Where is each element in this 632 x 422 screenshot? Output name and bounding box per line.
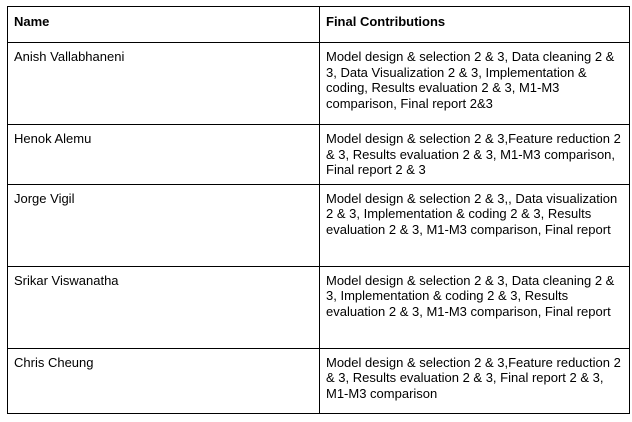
table-row: Anish Vallabhaneni Model design & select… xyxy=(7,42,630,125)
table-row: Srikar Viswanatha Model design & selecti… xyxy=(7,265,630,349)
contributions-column-header: Final Contributions xyxy=(319,6,630,43)
contributions-cell: Model design & selection 2 & 3,Feature r… xyxy=(319,124,630,185)
name-column-header: Name xyxy=(7,6,320,43)
member-name-cell: Henok Alemu xyxy=(7,124,320,185)
table-row: Chris Cheung Model design & selection 2 … xyxy=(7,347,630,414)
member-name-cell: Anish Vallabhaneni xyxy=(7,42,320,125)
contributions-cell: Model design & selection 2 & 3,Feature r… xyxy=(319,347,630,414)
contributions-cell: Model design & selection 2 & 3,, Data vi… xyxy=(319,183,630,267)
member-name-cell: Jorge Vigil xyxy=(7,183,320,267)
contributions-cell: Model design & selection 2 & 3, Data cle… xyxy=(319,42,630,125)
contributions-table: Name Final Contributions Anish Vallabhan… xyxy=(7,6,630,414)
table-row: Jorge Vigil Model design & selection 2 &… xyxy=(7,183,630,267)
table-row: Henok Alemu Model design & selection 2 &… xyxy=(7,124,630,185)
table-header-row: Name Final Contributions xyxy=(7,6,630,43)
contributions-cell: Model design & selection 2 & 3, Data cle… xyxy=(319,265,630,349)
member-name-cell: Srikar Viswanatha xyxy=(7,265,320,349)
member-name-cell: Chris Cheung xyxy=(7,347,320,414)
